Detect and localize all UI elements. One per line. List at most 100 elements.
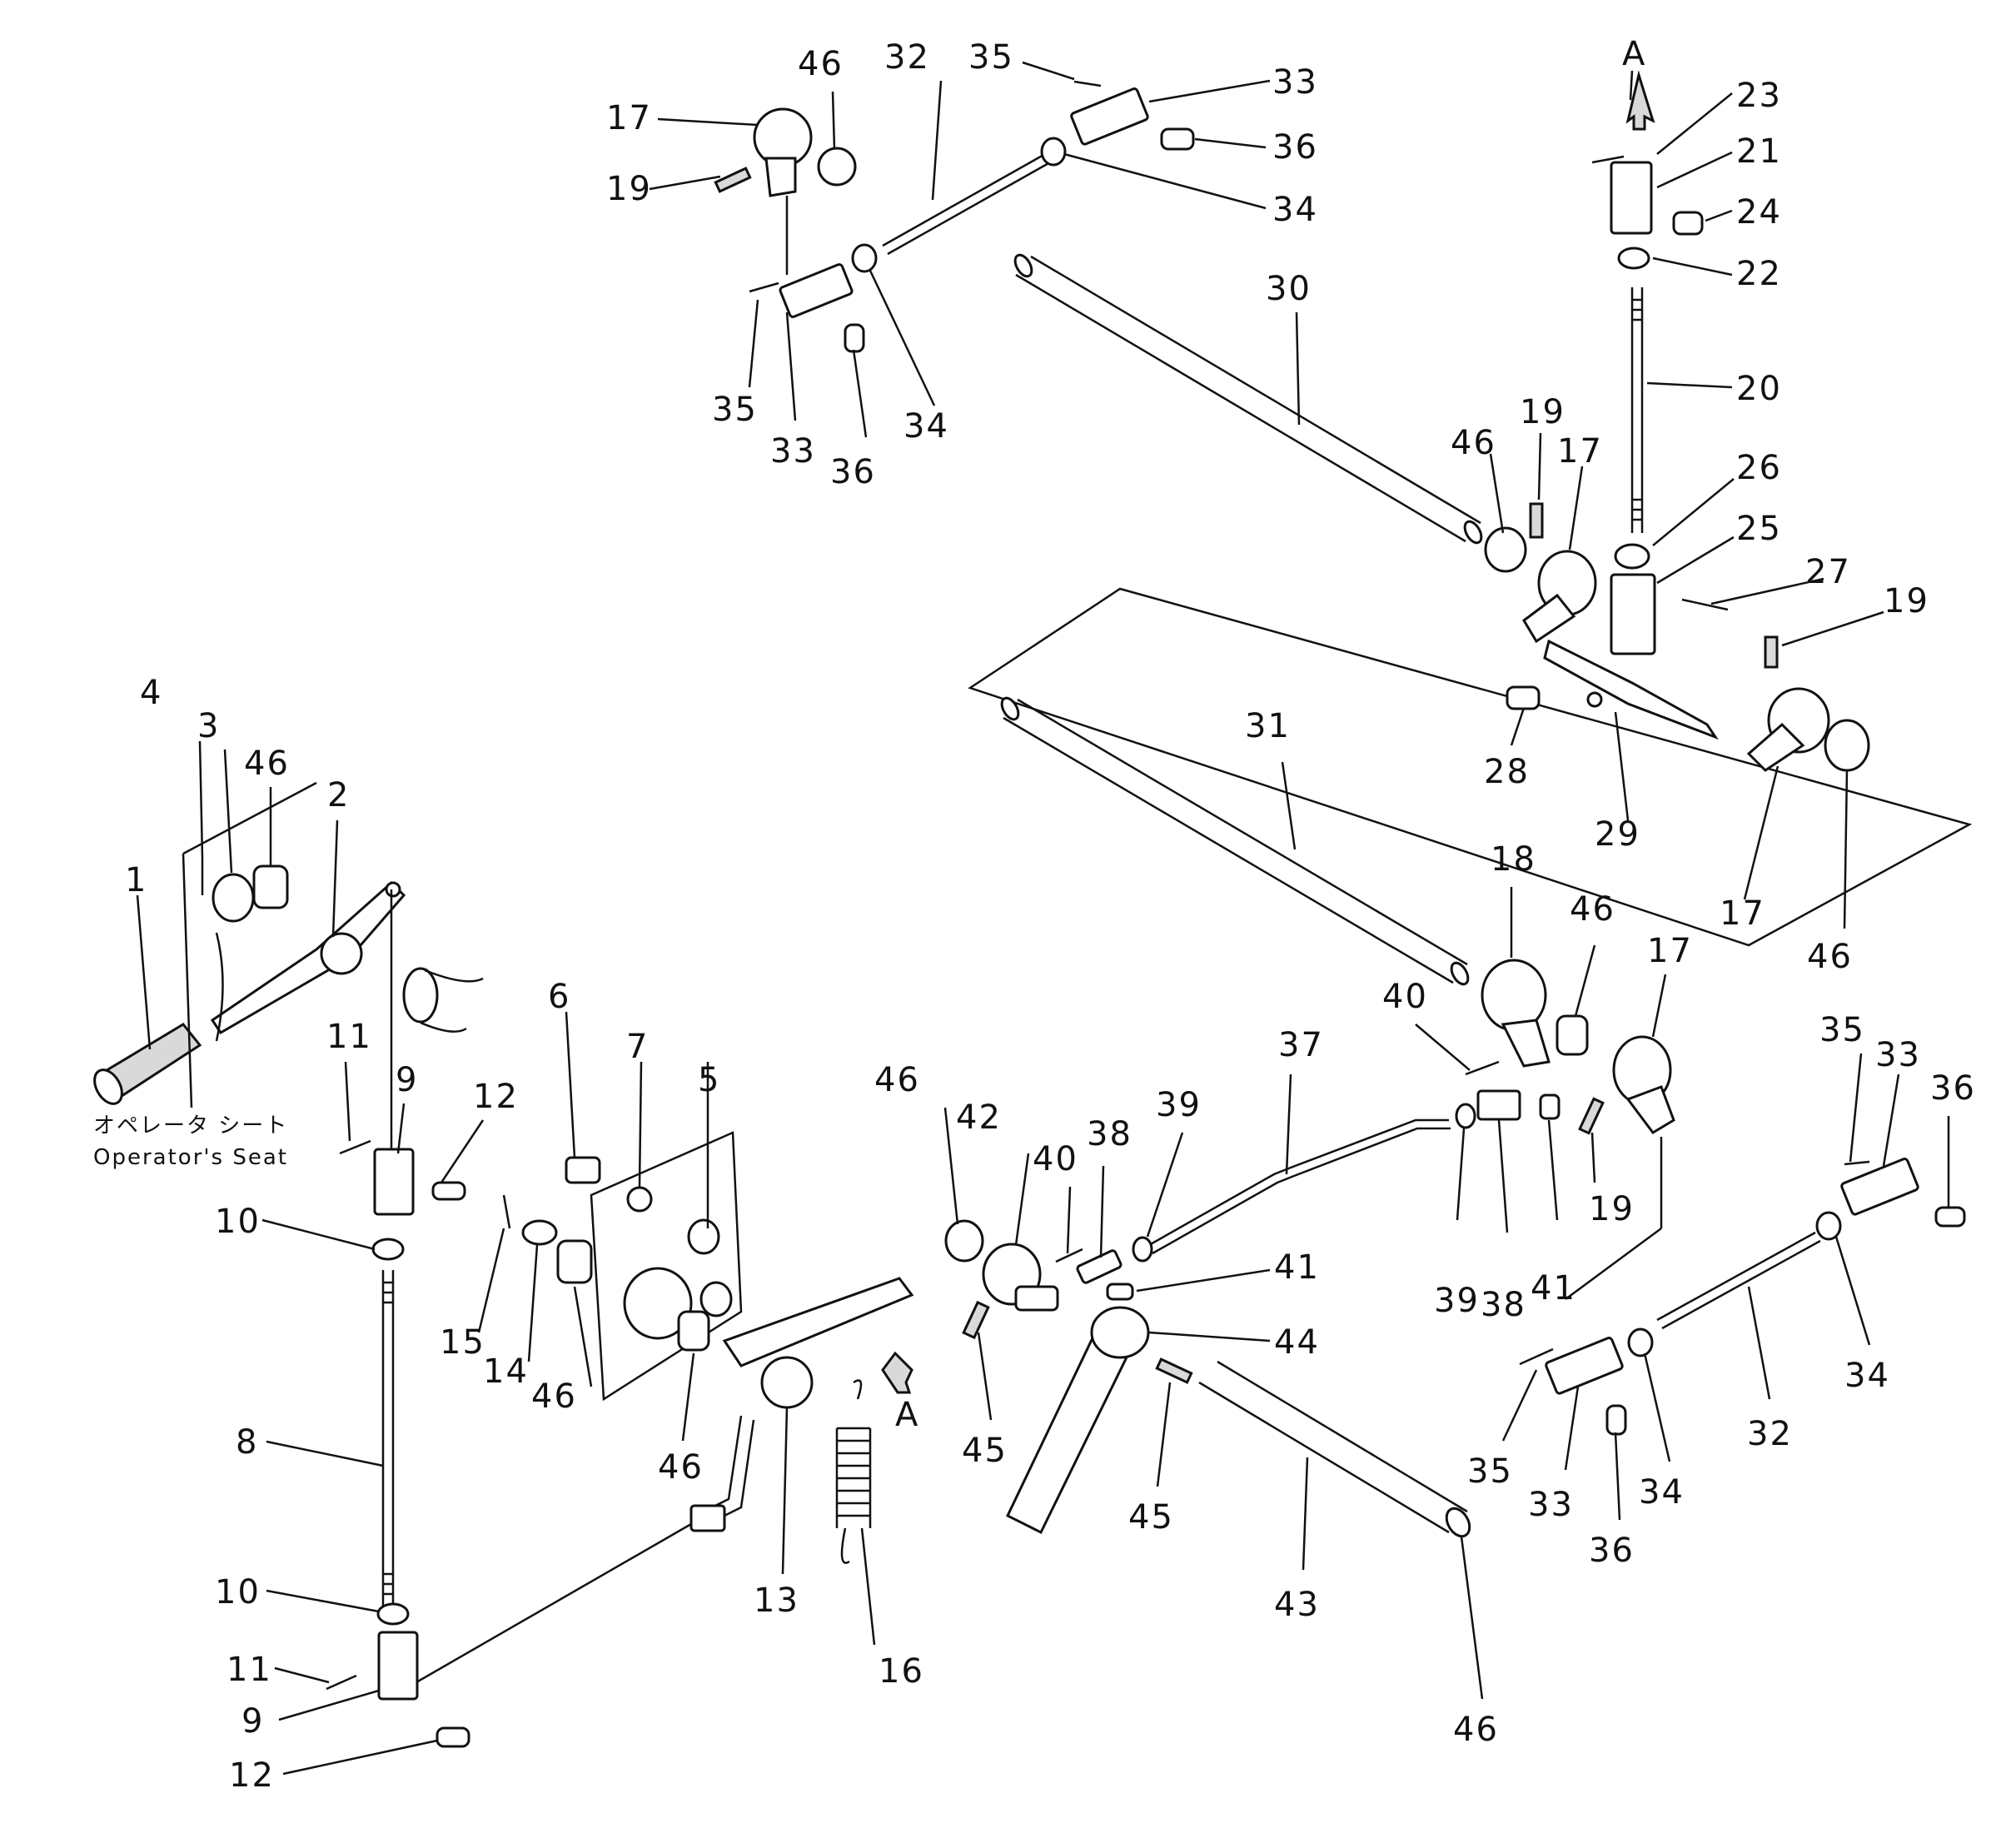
- callout-25: 25: [1736, 510, 1782, 548]
- callout-35-right-top: 35: [1819, 1011, 1865, 1049]
- lever-18: [1481, 959, 1551, 1068]
- callout-32-right: 32: [1747, 1415, 1793, 1453]
- lever-17-top: [753, 107, 813, 197]
- callout-41-a: 41: [1274, 1248, 1320, 1287]
- callout-30: 30: [1266, 270, 1312, 308]
- callout-29: 29: [1595, 815, 1640, 854]
- callout-46-30end: 46: [1451, 424, 1496, 462]
- callout-33-top-left: 33: [770, 432, 816, 471]
- shaft-43: [1198, 1360, 1471, 1538]
- lever-13: [689, 1277, 914, 1532]
- callout-a-mid: A: [895, 1396, 919, 1434]
- shaft-31: [1000, 696, 1470, 986]
- callout-34-right-bottom: 34: [1639, 1473, 1685, 1512]
- callout-11-top: 11: [326, 1018, 372, 1056]
- callout-32-top: 32: [884, 38, 930, 77]
- nut-22: [1617, 247, 1650, 270]
- callout-4: 4: [140, 674, 162, 712]
- callout-36-top-left: 36: [830, 453, 876, 491]
- callout-24: 24: [1736, 193, 1782, 232]
- callout-35-top-right: 35: [968, 38, 1014, 77]
- callout-46-top: 46: [798, 45, 844, 83]
- callout-33-top-right: 33: [1272, 63, 1318, 102]
- rod-20: [1630, 287, 1644, 533]
- callout-46-42: 46: [874, 1061, 920, 1099]
- pin-36-top-right: [1160, 127, 1195, 151]
- clevis-9-top: [373, 1148, 415, 1216]
- clevis-9-bottom: [377, 1631, 419, 1701]
- pin-24: [1672, 211, 1704, 236]
- callout-46-lever: 46: [244, 745, 290, 783]
- drawing: [93, 70, 1973, 1748]
- callout-35-top-left: 35: [712, 391, 758, 429]
- callout-18: 18: [1491, 840, 1536, 879]
- callout-33-right-top: 33: [1875, 1036, 1921, 1074]
- link-17-to-33b: [1565, 1227, 1662, 1301]
- clevis-38-b: [1476, 1089, 1521, 1121]
- callout-46-18: 46: [1570, 890, 1615, 929]
- pin-12-bottom: [436, 1726, 470, 1748]
- clevis-33-top-left: [779, 263, 854, 318]
- callout-28: 28: [1484, 753, 1530, 791]
- lever-44: [1006, 1306, 1150, 1535]
- pin-11-top: [339, 1139, 371, 1155]
- pin-23: [1591, 155, 1625, 164]
- pin-12-top: [431, 1181, 466, 1201]
- arrow-a-mid: [881, 1351, 913, 1394]
- pin-40-a: [1055, 1248, 1083, 1263]
- callout-39-b: 39: [1434, 1282, 1480, 1320]
- callout-36-right-bottom: 36: [1589, 1532, 1635, 1570]
- callout-34-top-left: 34: [903, 407, 949, 446]
- callout-19-rear: 19: [1884, 582, 1929, 620]
- pin-35-top-left: [749, 281, 779, 293]
- clevis-33-right-top: [1840, 1158, 1919, 1216]
- bushing-46-18: [1556, 1014, 1589, 1056]
- nut-34-right-bottom: [1627, 1327, 1654, 1357]
- callout-45-b: 45: [1128, 1498, 1174, 1537]
- callout-45-a: 45: [962, 1432, 1008, 1470]
- pin-45-b: [1155, 1357, 1193, 1384]
- pin-15: [502, 1194, 511, 1229]
- callout-15: 15: [440, 1323, 485, 1362]
- rod-32-top: [882, 152, 1051, 256]
- callout-22: 22: [1736, 255, 1782, 293]
- lever-42: [982, 1243, 1059, 1312]
- callout-5: 5: [698, 1061, 720, 1099]
- callouts: 17 19 46 32 35 33 36 34 30 35 33 36 34 A…: [93, 35, 1974, 1795]
- arm-29: [1543, 639, 1719, 740]
- arrow-a-top: [1625, 70, 1655, 131]
- callout-16: 16: [879, 1652, 924, 1691]
- nut-34-top-right: [1040, 137, 1067, 167]
- pin-28: [1506, 685, 1541, 710]
- callout-46-lever13: 46: [658, 1448, 704, 1487]
- rod-8: [381, 1270, 395, 1607]
- callout-17-right: 17: [1647, 932, 1693, 970]
- callout-43: 43: [1274, 1586, 1320, 1624]
- callout-46-plate: 46: [531, 1377, 577, 1416]
- callout-34-top-right: 34: [1272, 191, 1318, 229]
- callout-10-bottom: 10: [215, 1573, 261, 1611]
- clevis-38-a: [1076, 1249, 1122, 1284]
- nut-26: [1614, 543, 1650, 570]
- callout-19-top: 19: [606, 170, 652, 208]
- bushing-46-lever: [252, 864, 289, 909]
- callout-39-a: 39: [1156, 1086, 1202, 1124]
- callout-11-bottom: 11: [226, 1651, 272, 1689]
- callout-46-rear: 46: [1807, 938, 1853, 976]
- callout-12-bottom: 12: [229, 1756, 275, 1795]
- callout-2: 2: [327, 776, 350, 814]
- callout-7: 7: [626, 1028, 649, 1066]
- callout-27: 27: [1805, 553, 1851, 591]
- clevis-21: [1610, 161, 1653, 235]
- callout-37: 37: [1278, 1026, 1324, 1064]
- nut-39-a: [1132, 1236, 1153, 1263]
- operator-seat-outline: [182, 781, 484, 1108]
- callout-13: 13: [754, 1582, 799, 1620]
- bushing-46-42: [944, 1219, 984, 1263]
- callout-26: 26: [1736, 449, 1782, 487]
- callout-38-b: 38: [1481, 1286, 1526, 1324]
- nut-34-top-left: [851, 243, 878, 273]
- bushing-46-plate: [556, 1239, 593, 1284]
- bushing-46-30end: [1484, 526, 1527, 573]
- bushing-46-top: [817, 147, 857, 187]
